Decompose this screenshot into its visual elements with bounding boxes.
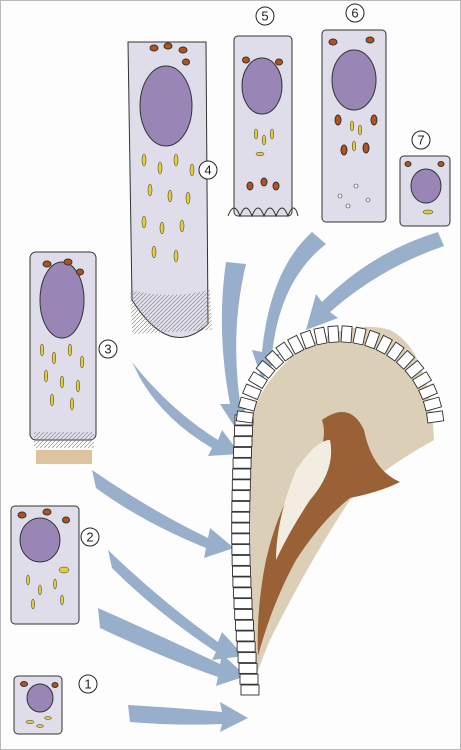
arrow-6: [252, 232, 326, 380]
epithelial-cell: [231, 533, 251, 545]
epithelial-cell: [275, 341, 294, 362]
epithelial-cell: [231, 490, 251, 502]
epithelial-cell: [299, 329, 316, 350]
epithelial-cell: [238, 662, 258, 674]
epithelial-cell: [242, 383, 262, 401]
cell-stage-3: [29, 251, 97, 464]
epithelial-cell: [231, 511, 251, 523]
stage-label-1: 1: [78, 674, 98, 694]
epithelial-cell: [233, 436, 253, 448]
epithelial-cell: [340, 325, 353, 344]
epithelial-cell: [231, 500, 251, 512]
epithelial-cell: [234, 425, 253, 437]
epithelial-cell: [313, 326, 328, 346]
arrow-1: [128, 702, 248, 732]
epithelial-cell: [234, 608, 254, 620]
epithelial-cell: [395, 349, 416, 370]
epithelial-cell: [235, 410, 255, 424]
epithelial-cell: [386, 341, 405, 362]
epithelial-cell: [264, 349, 285, 370]
arrow-2: [98, 608, 246, 686]
cell-stage-7: [399, 155, 451, 227]
svg-text:4: 4: [204, 163, 211, 178]
epithelial-cell: [232, 576, 252, 588]
svg-text:3: 3: [104, 342, 111, 357]
epithelial-cell: [235, 630, 255, 642]
epithelial-cell: [240, 684, 260, 696]
cell-stage-2: [10, 505, 80, 625]
stage-label-6: 6: [345, 3, 365, 23]
epithelial-cell: [232, 565, 251, 577]
epithelial-cell: [404, 359, 425, 379]
epithelial-cell: [236, 641, 256, 653]
svg-text:1: 1: [84, 677, 91, 692]
arrow-4: [132, 362, 240, 456]
cell-stage-6: [321, 29, 387, 223]
cell-stage-1: [13, 675, 63, 735]
svg-text:6: 6: [351, 6, 358, 21]
svg-text:5: 5: [261, 9, 268, 24]
epithelial-cell: [231, 554, 251, 566]
epithelial-cell: [375, 334, 393, 355]
epithelial-cell: [237, 652, 257, 664]
predentin-area: [250, 326, 434, 690]
epithelial-cell: [232, 587, 252, 599]
svg-text:7: 7: [417, 133, 424, 148]
cell-stage-5: [227, 35, 299, 218]
arrow-2b: [108, 550, 244, 660]
epithelial-cell: [418, 383, 438, 401]
epithelial-cell: [425, 410, 445, 424]
epithelial-cell: [233, 446, 252, 458]
epithelial-cell: [411, 371, 433, 390]
stage-label-3: 3: [98, 339, 118, 359]
stage-label-7: 7: [411, 130, 431, 150]
epithelial-cell: [239, 673, 259, 685]
pulp-white: [276, 440, 332, 560]
epithelial-cell: [233, 598, 253, 610]
stage-label-5: 5: [255, 6, 275, 26]
epithelial-cell: [364, 329, 381, 350]
epithelial-cell: [231, 544, 251, 556]
stage-labels: 1 2 3 4 5 6 7: [78, 3, 431, 694]
arrow-3: [92, 470, 234, 558]
tooth-crown-section: [231, 325, 445, 696]
epithelial-cell: [255, 359, 276, 379]
epithelial-cell: [327, 325, 340, 344]
arrow-7: [306, 232, 444, 330]
epithelial-cell: [232, 457, 252, 469]
epithelial-cell-layer: [231, 325, 445, 696]
arrow-5: [220, 262, 248, 432]
stage-label-4: 4: [198, 160, 218, 180]
epithelial-cell: [234, 619, 254, 631]
dentin-area: [257, 412, 400, 656]
epithelial-cell: [422, 396, 443, 412]
epithelial-cell: [352, 326, 367, 346]
epithelial-cell: [231, 479, 251, 491]
epithelial-cell: [231, 522, 251, 534]
cell-stage-4: [127, 41, 212, 338]
svg-text:2: 2: [86, 530, 93, 545]
epithelial-cell: [247, 371, 269, 390]
arrows-group: [92, 232, 444, 732]
epithelial-cell: [232, 468, 252, 480]
epithelial-cell: [287, 334, 305, 355]
stage-label-2: 2: [80, 527, 100, 547]
epithelial-cell: [237, 396, 258, 412]
